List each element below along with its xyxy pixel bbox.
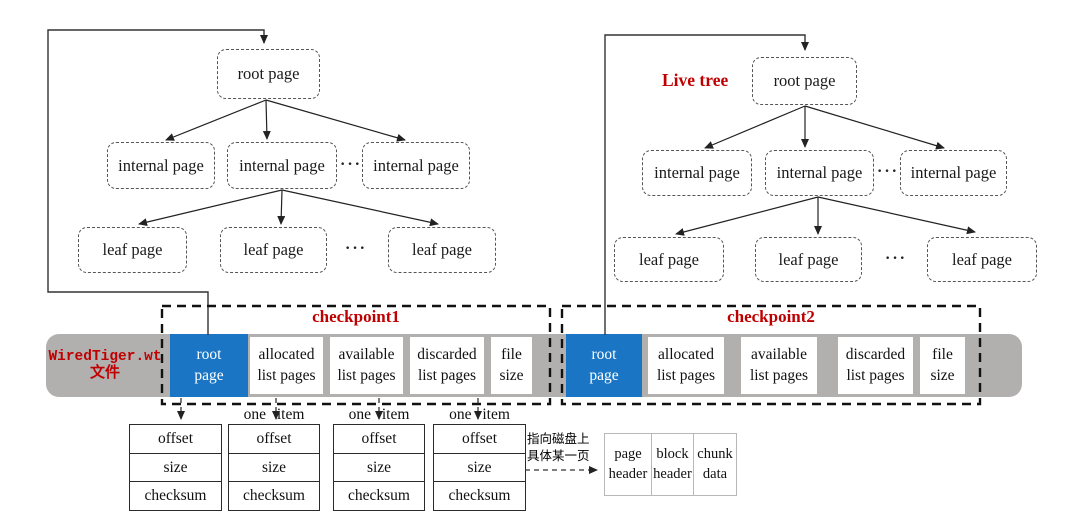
segment-line: list pages xyxy=(846,366,905,384)
segment-line: file xyxy=(932,346,953,364)
item-table-2: offset size checksum xyxy=(228,424,320,511)
checkpoint-tree-root-box: root page xyxy=(217,49,320,99)
item-table-3: offset size checksum xyxy=(333,424,425,511)
live-tree-internal-box-1: internal page xyxy=(642,150,752,196)
offset-cell: offset xyxy=(461,429,497,447)
segment-line: list pages xyxy=(749,366,809,384)
cp2-available-list-segment: available list pages xyxy=(741,337,817,394)
checkpoint-tree-internal-box-2: internal page xyxy=(227,142,337,189)
chunk-data-block: chunk data xyxy=(693,433,737,496)
checkpoint-tree-internal-box-1: internal page xyxy=(107,142,215,189)
size-cell: size xyxy=(434,452,525,482)
checkpoint2-title: checkpoint2 xyxy=(727,307,815,326)
cp1-discarded-list-segment: discarded list pages xyxy=(410,337,484,394)
one-item-label-3: one item xyxy=(449,406,510,423)
live-tree-internal-box-2: internal page xyxy=(765,150,874,196)
cp2-root-page-segment: root page xyxy=(566,334,642,397)
offset-cell: offset xyxy=(157,429,193,447)
block-line: data xyxy=(702,465,728,482)
checksum-cell: checksum xyxy=(229,481,319,510)
checksum-cell: checksum xyxy=(130,481,221,510)
cp1-file-size-segment: file size xyxy=(491,337,532,394)
internal-page-label: internal page xyxy=(654,163,740,182)
cp2-discarded-list-segment: discarded list pages xyxy=(838,337,913,394)
block-line: page xyxy=(614,445,642,462)
segment-line: available xyxy=(338,346,395,364)
ellipsis: ··· xyxy=(345,240,368,257)
internal-page-label: internal page xyxy=(239,155,325,175)
segment-line: allocated xyxy=(258,346,315,364)
segment-line: size xyxy=(499,366,524,384)
segment-line: list pages xyxy=(656,366,716,384)
block-line: header xyxy=(653,465,692,482)
checkpoint-tree-leaf-box-2: leaf page xyxy=(220,227,327,273)
live-tree-root-box: root page xyxy=(752,57,857,105)
size-cell: size xyxy=(130,452,221,482)
ellipsis: ··· xyxy=(877,163,900,180)
leaf-page-label: leaf page xyxy=(102,240,163,259)
disk-note-line1: 指向磁盘上 xyxy=(527,432,590,446)
block-line: header xyxy=(608,465,648,482)
item-table-1: offset size checksum xyxy=(129,424,222,511)
segment-line: allocated xyxy=(658,346,714,364)
cp2-file-size-segment: file size xyxy=(920,337,965,394)
size-cell: size xyxy=(334,452,424,482)
leaf-page-label: leaf page xyxy=(639,249,699,269)
root-page-label: root page xyxy=(773,71,836,90)
leaf-page-label: leaf page xyxy=(243,240,304,259)
segment-line: size xyxy=(930,366,955,384)
live-tree-leaf-box-1: leaf page xyxy=(614,237,724,282)
segment-line: root xyxy=(196,346,222,364)
live-tree-leaf-box-2: leaf page xyxy=(755,237,862,282)
segment-line: page xyxy=(589,366,619,384)
cp1-allocated-list-segment: allocated list pages xyxy=(250,337,323,394)
live-tree-internal-box-3: internal page xyxy=(900,150,1007,196)
offset-cell: offset xyxy=(361,429,397,447)
segment-line: discarded xyxy=(845,346,906,364)
internal-page-label: internal page xyxy=(776,163,863,182)
disk-pointer-note: 指向磁盘上 具体某一页 xyxy=(527,431,603,465)
checkpoint1-title: checkpoint1 xyxy=(312,307,400,326)
checkpoint-tree-leaf-box-1: leaf page xyxy=(78,227,187,273)
leaf-page-label: leaf page xyxy=(412,240,472,259)
block-header-block: block header xyxy=(651,433,694,496)
cp2-allocated-list-segment: allocated list pages xyxy=(648,337,724,394)
segment-line: discarded xyxy=(417,346,477,364)
internal-page-label: internal page xyxy=(910,163,997,182)
file-name-label: WiredTiger.wt xyxy=(48,348,162,365)
file-word-label: 文件 xyxy=(89,365,120,382)
root-page-label: root page xyxy=(237,64,300,83)
block-line: block xyxy=(656,445,689,462)
one-item-label-2: one item xyxy=(348,406,410,423)
ellipsis: ··· xyxy=(340,156,363,173)
live-tree-leaf-box-3: leaf page xyxy=(927,237,1037,282)
file-bar-label: WiredTiger.wt 文件 xyxy=(46,334,164,397)
segment-line: list pages xyxy=(417,366,477,384)
cp1-root-page-segment: root page xyxy=(170,334,248,397)
internal-page-label: internal page xyxy=(118,155,204,175)
segment-line: list pages xyxy=(257,366,316,384)
checksum-cell: checksum xyxy=(434,481,525,510)
offset-cell: offset xyxy=(256,429,292,447)
item-table-4: offset size checksum xyxy=(433,424,526,511)
ellipsis: ··· xyxy=(885,250,908,267)
leaf-page-label: leaf page xyxy=(778,249,839,269)
checkpoint-tree-internal-box-3: internal page xyxy=(362,142,470,189)
checksum-cell: checksum xyxy=(334,481,424,510)
cp1-available-list-segment: available list pages xyxy=(330,337,403,394)
internal-page-label: internal page xyxy=(373,155,459,175)
live-tree-title: Live tree xyxy=(662,70,729,90)
one-item-label-1: one item xyxy=(243,406,305,423)
segment-line: root xyxy=(591,346,617,364)
segment-line: available xyxy=(751,346,807,364)
block-line: chunk xyxy=(697,445,733,462)
segment-line: page xyxy=(194,366,224,384)
disk-note-line2: 具体某一页 xyxy=(527,449,590,463)
page-header-block: page header xyxy=(604,433,652,496)
checkpoint-tree-leaf-box-3: leaf page xyxy=(388,227,496,273)
segment-line: file xyxy=(501,346,522,364)
leaf-page-label: leaf page xyxy=(952,249,1012,269)
segment-line: list pages xyxy=(337,366,396,384)
size-cell: size xyxy=(229,452,319,482)
